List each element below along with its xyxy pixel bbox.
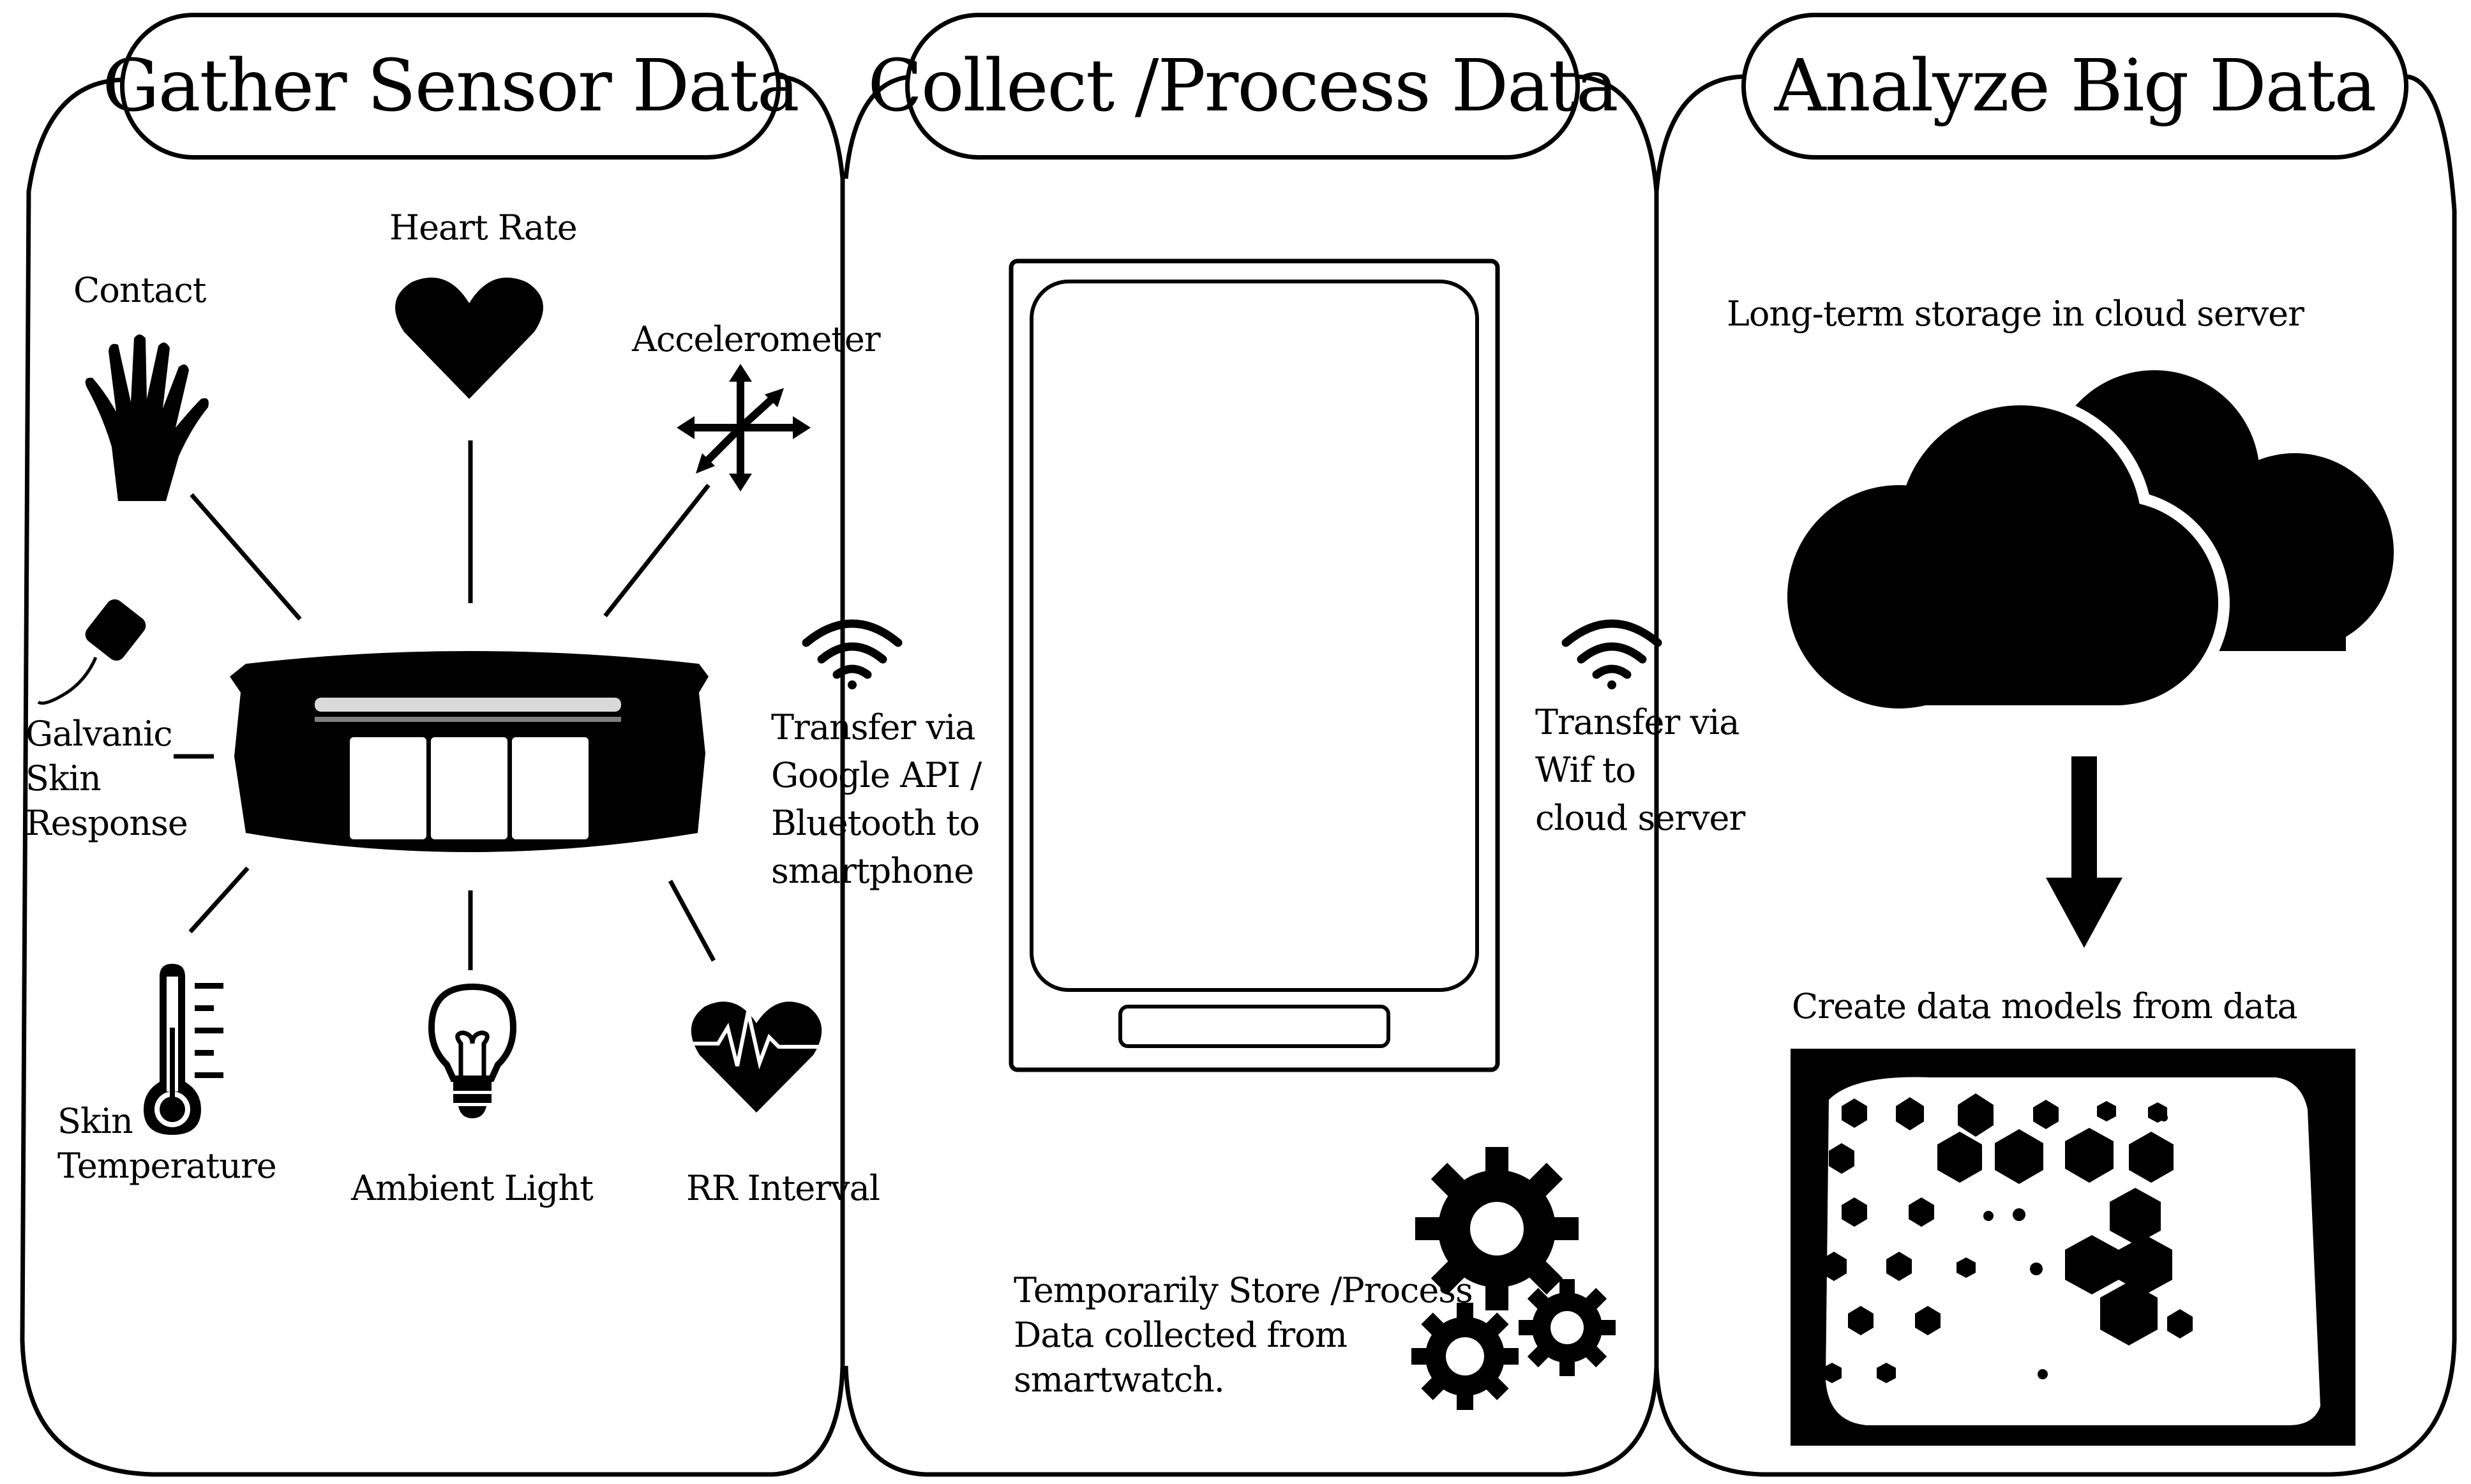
- analyze-title: Analyze Big Data: [1741, 13, 2408, 160]
- heart-icon: [395, 277, 543, 399]
- thermometer-icon: [144, 964, 223, 1135]
- temp-store-line-3: smartwatch.: [1014, 1360, 1225, 1400]
- analyze-panel-outline: [1654, 74, 2457, 1477]
- connector-rr-interval: [668, 880, 716, 962]
- smartwatch-icon: [230, 651, 709, 852]
- connector-accelerometer: [603, 483, 710, 618]
- gather-title: Gather Sensor Data: [102, 13, 800, 160]
- arrow-down-icon: [2046, 756, 2122, 948]
- label-gsr-2: Skin: [26, 758, 101, 798]
- hexagon-map-icon: [1791, 1049, 2355, 1446]
- temp-store-line-1: Temporarily Store /Process: [1014, 1270, 1473, 1310]
- label-data-models: Create data models from data: [1792, 986, 2298, 1026]
- transfer-phone-line-3: Bluetooth to: [771, 803, 980, 843]
- connector-contact: [190, 493, 302, 621]
- label-skin-temp-2: Temperature: [57, 1146, 277, 1186]
- label-gsr-3: Response: [26, 803, 188, 843]
- wifi-icon: [1561, 619, 1662, 689]
- ecg-heart-icon: [689, 1001, 823, 1113]
- label-contact: Contact: [73, 270, 206, 310]
- connector-skin-temp: [188, 866, 250, 934]
- label-rr-interval: RR Interval: [686, 1168, 880, 1208]
- label-cloud-storage: Long-term storage in cloud server: [1727, 294, 2304, 334]
- arrows-icon: [677, 364, 811, 491]
- transfer-cloud-line-1: Transfer via: [1535, 702, 1739, 742]
- transfer-phone-line-1: Transfer via: [771, 707, 975, 747]
- cloud-icon: [1787, 370, 2394, 708]
- label-heart-rate: Heart Rate: [389, 207, 578, 248]
- gather-panel-outline: [20, 74, 845, 1477]
- label-skin-temp-1: Skin: [57, 1101, 133, 1141]
- electrode-icon: [37, 599, 146, 705]
- label-ambient-light: Ambient Light: [351, 1168, 594, 1208]
- wifi-icon: [802, 619, 903, 689]
- transfer-cloud-line-2: Wif to: [1535, 750, 1636, 790]
- light-bulb-icon: [428, 983, 517, 1118]
- label-gsr-1: Galvanic: [26, 714, 173, 754]
- transfer-cloud-line-3: cloud server: [1535, 798, 1745, 838]
- collect-panel-outline: [843, 74, 1659, 1477]
- smartphone-icon: [1009, 259, 1500, 1072]
- gears-icon: [1411, 1147, 1616, 1410]
- collect-title: Collect /Process Data: [867, 13, 1619, 160]
- label-accelerometer: Accelerometer: [632, 319, 881, 359]
- temp-store-line-2: Data collected from: [1014, 1315, 1348, 1355]
- transfer-phone-line-4: smartphone: [771, 851, 974, 891]
- transfer-phone-line-2: Google API /: [771, 755, 982, 795]
- hand-icon: [85, 334, 209, 501]
